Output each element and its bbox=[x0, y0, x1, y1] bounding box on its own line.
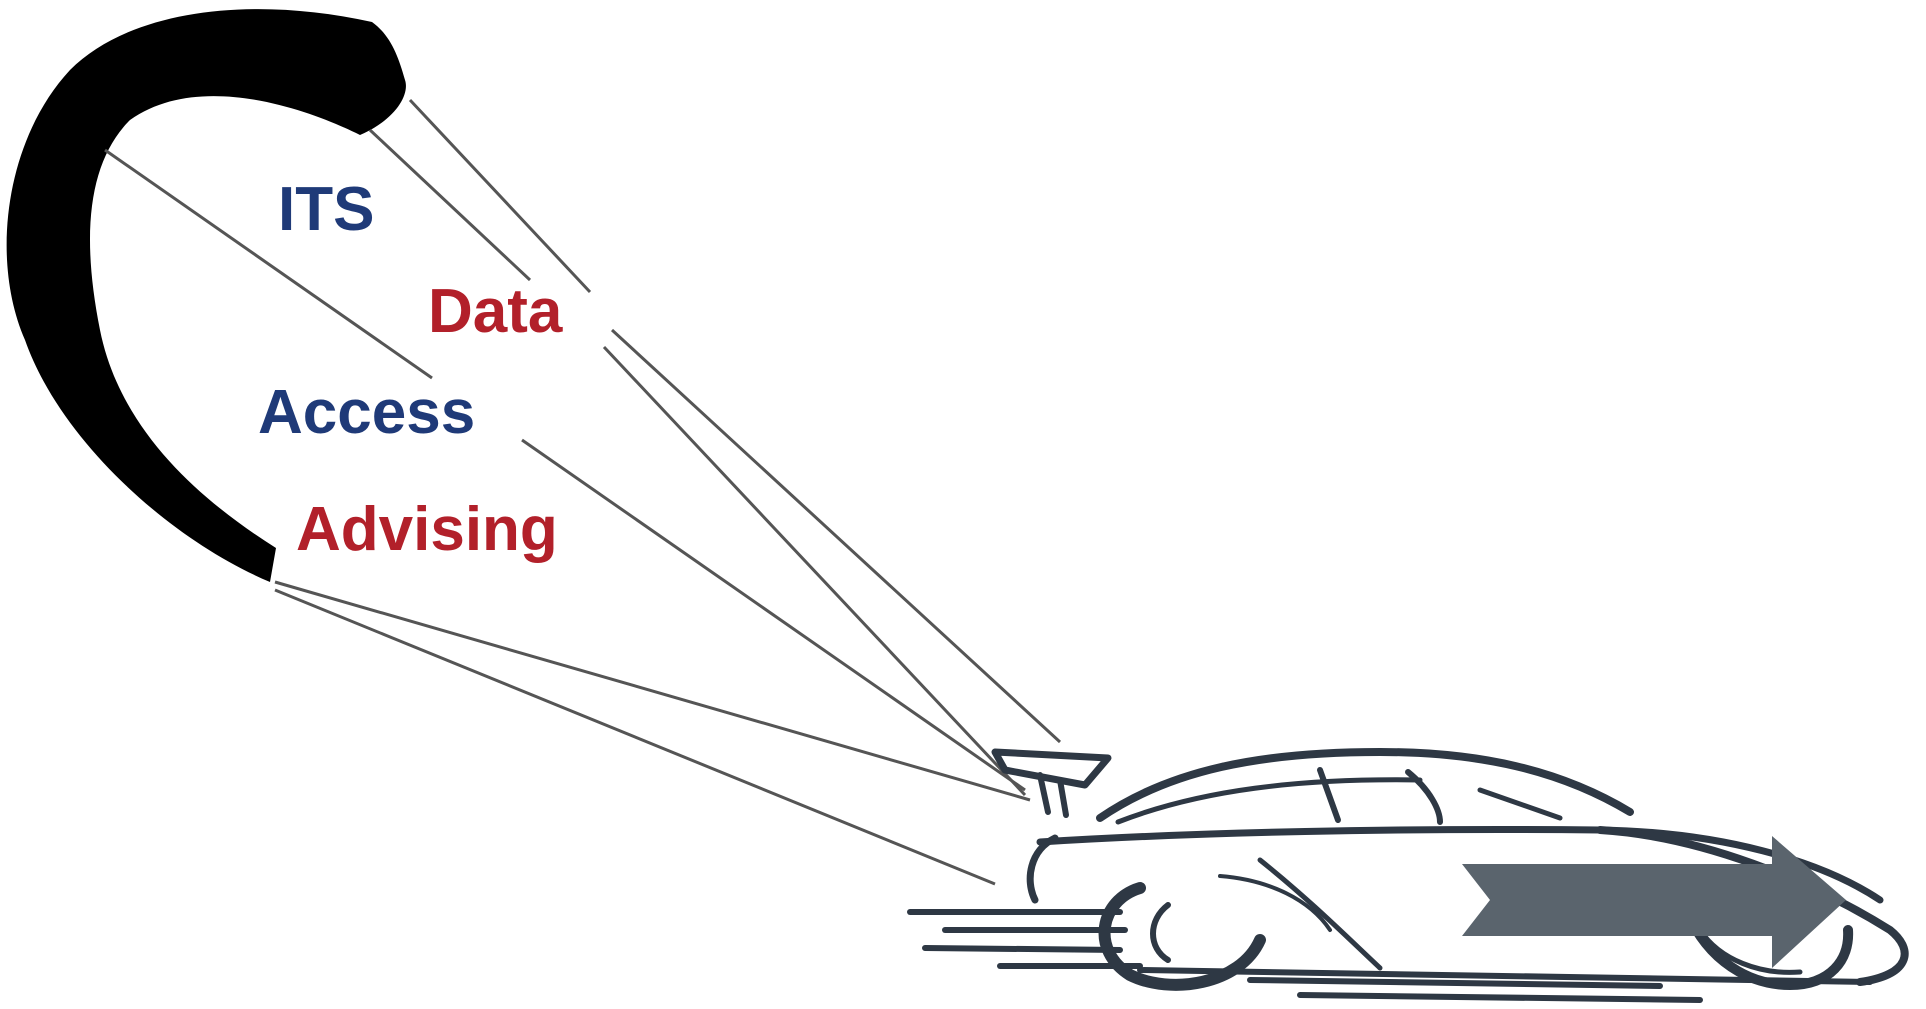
kite-line-3 bbox=[410, 100, 590, 292]
kite-line-1b bbox=[522, 440, 1025, 790]
label-advising: Advising bbox=[296, 495, 558, 564]
car-roof bbox=[1100, 752, 1630, 818]
car-rear bbox=[1030, 838, 1055, 900]
direction-arrow bbox=[1462, 836, 1846, 968]
kite-line-1 bbox=[105, 150, 432, 378]
label-its: ITS bbox=[278, 175, 374, 244]
label-access: Access bbox=[258, 378, 475, 447]
kite-line-5 bbox=[275, 590, 995, 884]
kite-line-2b bbox=[604, 347, 1025, 795]
label-data: Data bbox=[428, 277, 563, 346]
kite-line-4 bbox=[275, 582, 1030, 800]
kite-line-2 bbox=[370, 130, 530, 280]
kite-lines bbox=[105, 100, 1060, 884]
kite-line-3b bbox=[612, 330, 1060, 742]
car-window-pillar-1 bbox=[1320, 770, 1338, 820]
car-window-pillar-2 bbox=[1408, 772, 1440, 822]
